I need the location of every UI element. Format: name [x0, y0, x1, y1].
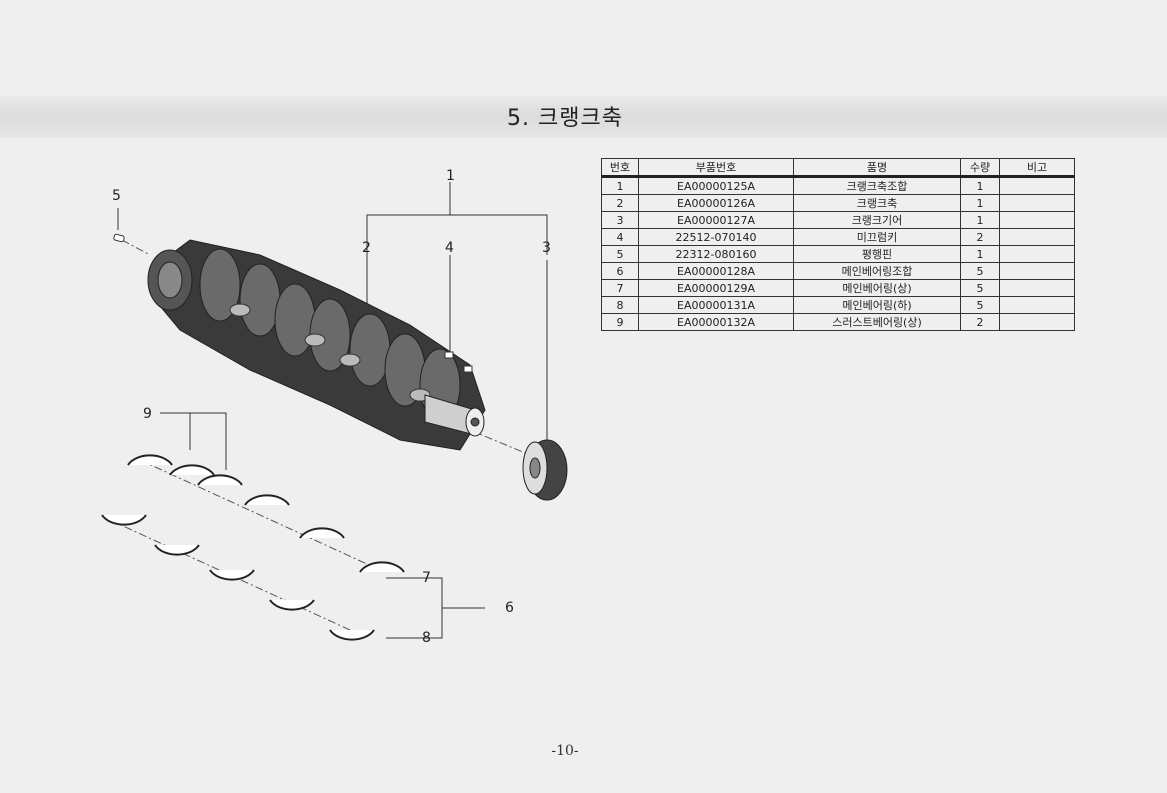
callout-1: 1: [446, 168, 455, 184]
header-part-name: 품명: [793, 158, 961, 178]
cell-part-name: 스러스트베어링(상): [793, 313, 961, 331]
cell-part-number: EA00000132A: [638, 313, 794, 331]
slide-key: [463, 365, 473, 373]
callout-4: 4: [445, 240, 454, 256]
cell-part-number: 22312-080160: [638, 245, 794, 263]
cell-note: [999, 262, 1075, 280]
cell-no: 2: [601, 194, 639, 212]
header-no: 번호: [601, 158, 639, 178]
title-band: [0, 96, 1167, 138]
cell-no: 3: [601, 211, 639, 229]
cell-part-name: 평행핀: [793, 245, 961, 263]
table-row: 5 22312-080160 평행핀 1: [601, 245, 1075, 263]
cell-note: [999, 211, 1075, 229]
cell-part-name: 메인베어링(하): [793, 296, 961, 314]
crank-gear: [522, 439, 568, 501]
cell-qty: 2: [960, 313, 1000, 331]
cell-part-number: EA00000131A: [638, 296, 794, 314]
cell-qty: 2: [960, 228, 1000, 246]
header-note: 비고: [999, 158, 1075, 178]
bearing-shells: [101, 454, 405, 641]
table-row: 1 EA00000125A 크랭크축조합 1: [601, 176, 1075, 195]
callout-5: 5: [112, 188, 121, 204]
parallel-pin: [113, 233, 125, 243]
crankshaft-exploded-diagram: 1 2 3 4 5 6 7 8 9: [101, 168, 568, 646]
cell-part-name: 메인베어링조합: [793, 262, 961, 280]
callout-8: 8: [422, 630, 431, 646]
cell-note: [999, 313, 1075, 331]
cell-part-number: EA00000128A: [638, 262, 794, 280]
table-row: 2 EA00000126A 크랭크축 1: [601, 194, 1075, 212]
table-row: 3 EA00000127A 크랭크기어 1: [601, 211, 1075, 229]
header-qty: 수량: [960, 158, 1000, 178]
cell-part-number: 22512-070140: [638, 228, 794, 246]
cell-part-number: EA00000126A: [638, 194, 794, 212]
cell-note: [999, 194, 1075, 212]
cell-no: 6: [601, 262, 639, 280]
cell-qty: 1: [960, 194, 1000, 212]
cell-part-name: 크랭크축: [793, 194, 961, 212]
cell-note: [999, 279, 1075, 297]
table-row: 9 EA00000132A 스러스트베어링(상) 2: [601, 313, 1075, 331]
cell-part-number: EA00000125A: [638, 176, 794, 195]
cell-no: 1: [601, 176, 639, 195]
page-title: 5. 크랭크축: [507, 106, 623, 131]
table-row: 7 EA00000129A 메인베어링(상) 5: [601, 279, 1075, 297]
table-row: 6 EA00000128A 메인베어링조합 5: [601, 262, 1075, 280]
cell-part-name: 메인베어링(상): [793, 279, 961, 297]
crankshaft: [147, 239, 486, 451]
cell-qty: 5: [960, 279, 1000, 297]
table-row: 8 EA00000131A 메인베어링(하) 5: [601, 296, 1075, 314]
cell-qty: 1: [960, 245, 1000, 263]
cell-note: [999, 176, 1075, 195]
callout-3: 3: [542, 240, 551, 256]
cell-no: 7: [601, 279, 639, 297]
header-part-number: 부품번호: [638, 158, 794, 178]
cell-part-number: EA00000127A: [638, 211, 794, 229]
callout-7: 7: [422, 570, 431, 586]
cell-note: [999, 228, 1075, 246]
cell-no: 9: [601, 313, 639, 331]
cell-no: 8: [601, 296, 639, 314]
cell-qty: 5: [960, 262, 1000, 280]
cell-part-number: EA00000129A: [638, 279, 794, 297]
cell-note: [999, 296, 1075, 314]
cell-part-name: 미끄럼키: [793, 228, 961, 246]
cell-part-name: 크랭크축조합: [793, 176, 961, 195]
parts-table: 번호 부품번호 품명 수량 비고 1 EA00000125A 크랭크축조합 1 …: [601, 158, 1075, 331]
cell-note: [999, 245, 1075, 263]
callout-9: 9: [143, 406, 152, 422]
cell-qty: 1: [960, 211, 1000, 229]
callout-2: 2: [362, 240, 371, 256]
cell-no: 5: [601, 245, 639, 263]
cell-no: 4: [601, 228, 639, 246]
cell-qty: 5: [960, 296, 1000, 314]
cell-qty: 1: [960, 176, 1000, 195]
page-number: -10-: [551, 743, 579, 759]
table-header-row: 번호 부품번호 품명 수량 비고: [601, 158, 1075, 178]
table-row: 4 22512-070140 미끄럼키 2: [601, 228, 1075, 246]
slide-key: [444, 351, 454, 359]
cell-part-name: 크랭크기어: [793, 211, 961, 229]
callout-6: 6: [505, 600, 514, 616]
